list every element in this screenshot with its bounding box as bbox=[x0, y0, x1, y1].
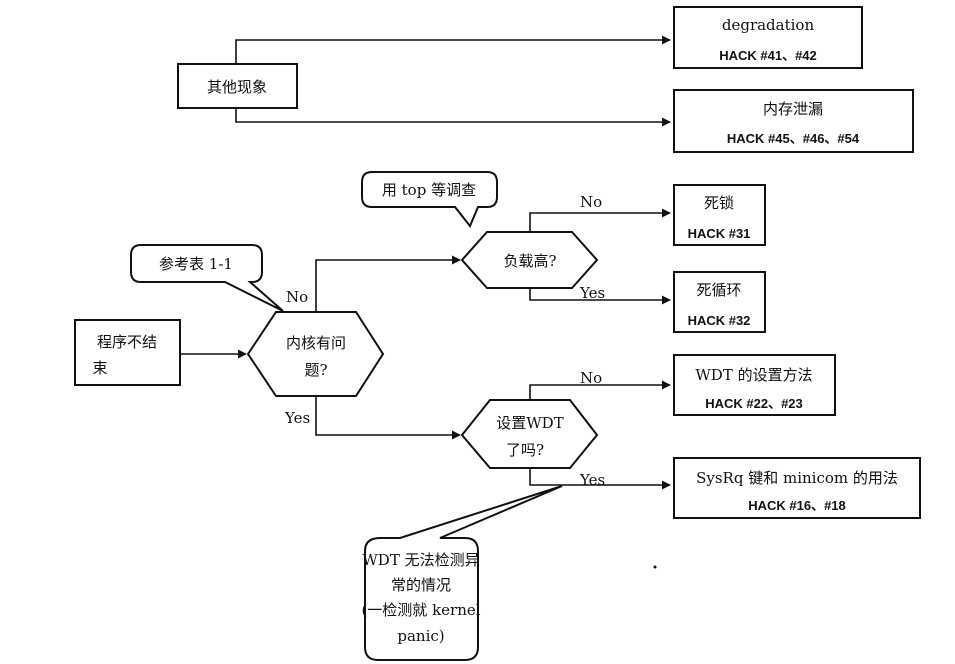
svg-text:其他现象: 其他现象 bbox=[207, 78, 267, 96]
callout-top: 用 top 等调查 bbox=[361, 171, 498, 228]
svg-text:用 top 等调查: 用 top 等调查 bbox=[382, 181, 476, 199]
node-memleak: 内存泄漏 HACK #45、#46、#54 bbox=[673, 89, 914, 153]
svg-text:内核有问: 内核有问 bbox=[286, 334, 346, 352]
label-wdt-yes: Yes bbox=[579, 471, 605, 489]
arrow-wdt-yes bbox=[529, 468, 671, 490]
node-loop: 死循环 HACK #32 bbox=[673, 271, 766, 333]
svg-text:内存泄漏: 内存泄漏 bbox=[763, 100, 823, 118]
decision-load: 负载高? bbox=[460, 231, 599, 289]
svg-text:HACK #31: HACK #31 bbox=[688, 226, 751, 241]
svg-text:死循环: 死循环 bbox=[696, 281, 741, 299]
decision-kernel: 内核有问 题? bbox=[246, 311, 385, 397]
label-load-yes: Yes bbox=[579, 284, 605, 302]
svg-text:degradation: degradation bbox=[722, 16, 815, 34]
node-wdt-setting: WDT 的设置方法 HACK #22、#23 bbox=[673, 354, 836, 416]
svg-text:负载高?: 负载高? bbox=[503, 252, 556, 270]
svg-text:(一检测就 kernel: (一检测就 kernel bbox=[361, 601, 480, 619]
svg-text:程序不结: 程序不结 bbox=[97, 333, 157, 351]
svg-text:WDT 无法检测异: WDT 无法检测异 bbox=[362, 551, 479, 569]
stray-dot bbox=[653, 565, 657, 569]
svg-text:设置WDT: 设置WDT bbox=[496, 414, 563, 432]
svg-text:HACK #16、#18: HACK #16、#18 bbox=[748, 498, 846, 513]
arrow-to-degradation bbox=[235, 35, 671, 64]
svg-text:panic): panic) bbox=[397, 627, 444, 645]
arrow-to-memleak bbox=[235, 108, 671, 127]
arrow-load-no bbox=[529, 208, 671, 232]
node-not-end: 程序不结 束 bbox=[74, 319, 181, 386]
connectors bbox=[180, 35, 671, 490]
arrow-kernel-yes bbox=[315, 396, 461, 440]
svg-text:参考表 1-1: 参考表 1-1 bbox=[159, 255, 233, 273]
svg-text:HACK #22、#23: HACK #22、#23 bbox=[705, 396, 803, 411]
node-degradation: degradation HACK #41、#42 bbox=[673, 6, 863, 69]
label-load-no: No bbox=[580, 193, 602, 211]
node-other: 其他现象 bbox=[177, 63, 298, 109]
svg-text:束: 束 bbox=[92, 359, 107, 377]
svg-text:HACK #32: HACK #32 bbox=[688, 313, 751, 328]
svg-text:HACK #45、#46、#54: HACK #45、#46、#54 bbox=[727, 131, 860, 146]
arrow-load-yes bbox=[529, 288, 671, 305]
svg-text:SysRq 键和 minicom 的用法: SysRq 键和 minicom 的用法 bbox=[696, 469, 898, 487]
svg-text:HACK #41、#42: HACK #41、#42 bbox=[719, 48, 817, 63]
label-wdt-no: No bbox=[580, 369, 602, 387]
decision-wdt: 设置WDT 了吗? bbox=[460, 399, 599, 469]
callout-wdt: WDT 无法检测异 常的情况 (一检测就 kernel panic) bbox=[361, 485, 563, 661]
svg-text:WDT 的设置方法: WDT 的设置方法 bbox=[695, 366, 812, 384]
node-sysrq: SysRq 键和 minicom 的用法 HACK #16、#18 bbox=[673, 457, 921, 519]
svg-text:常的情况: 常的情况 bbox=[391, 576, 451, 594]
svg-text:死锁: 死锁 bbox=[704, 194, 734, 212]
svg-text:了吗?: 了吗? bbox=[506, 441, 544, 459]
callout-table: 参考表 1-1 bbox=[130, 244, 284, 312]
node-deadlock: 死锁 HACK #31 bbox=[673, 184, 766, 246]
label-kernel-yes: Yes bbox=[284, 409, 310, 427]
arrow-kernel-no bbox=[315, 255, 461, 312]
label-kernel-no: No bbox=[286, 288, 308, 306]
svg-text:题?: 题? bbox=[304, 361, 327, 379]
arrow-wdt-no bbox=[529, 380, 671, 400]
